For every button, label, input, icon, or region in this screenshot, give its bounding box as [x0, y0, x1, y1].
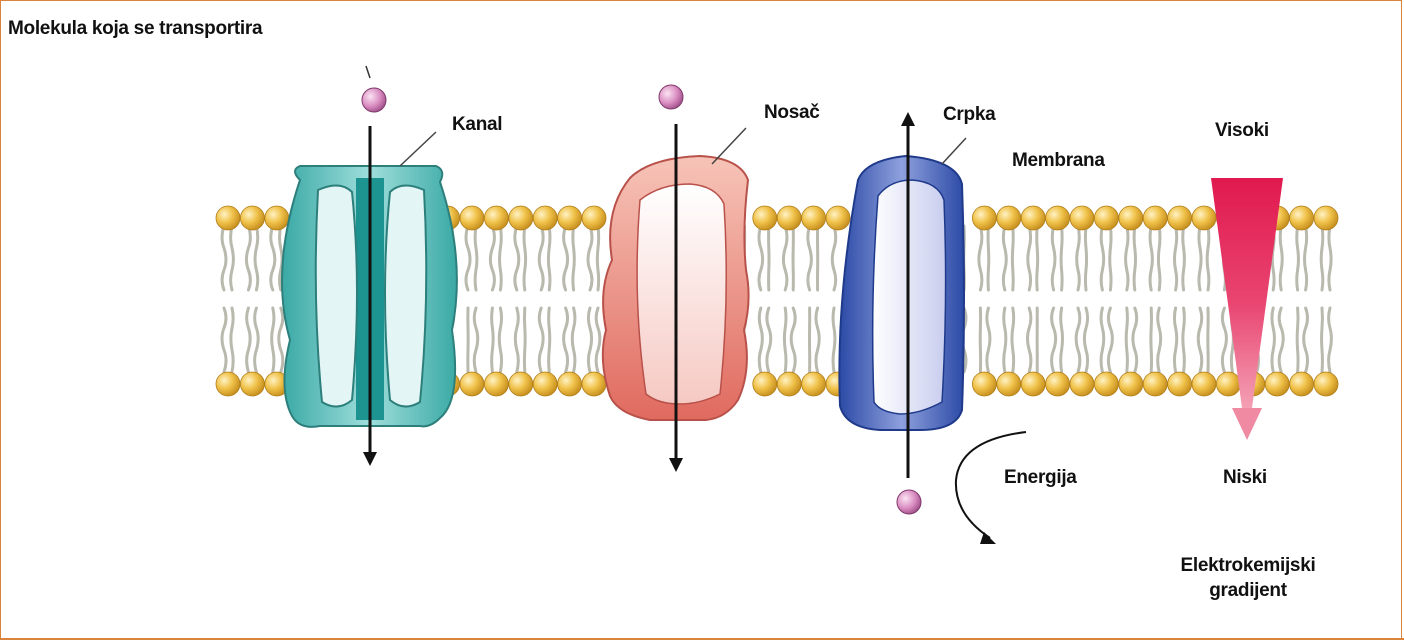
lipid-head	[1143, 372, 1167, 396]
lipid-head	[972, 206, 996, 230]
lipid-head	[265, 206, 289, 230]
lipid-head	[558, 206, 582, 230]
lipid-head	[1070, 372, 1094, 396]
lipid-head	[533, 206, 557, 230]
lipid-head	[240, 206, 264, 230]
lipid-head	[1046, 372, 1070, 396]
lipid-head	[753, 372, 777, 396]
lipid-head	[826, 206, 850, 230]
lipid-head	[582, 372, 606, 396]
carrier-label: Nosač	[764, 102, 820, 124]
lipid-head	[509, 206, 533, 230]
lipid-head	[460, 372, 484, 396]
lipid-head	[1021, 372, 1045, 396]
membrane-label: Membrana	[1012, 150, 1105, 172]
lipid-head	[240, 372, 264, 396]
lipid-head	[1192, 206, 1216, 230]
lipid-head	[533, 372, 557, 396]
lipid-head	[777, 206, 801, 230]
lipid-head	[1216, 372, 1240, 396]
lipid-head	[1168, 206, 1192, 230]
lipid-head	[582, 206, 606, 230]
lipid-head	[1168, 372, 1192, 396]
lipid-head	[484, 372, 508, 396]
lipid-head	[1119, 372, 1143, 396]
gradient-label-line2: gradijent	[1158, 580, 1338, 602]
lipid-head	[1143, 206, 1167, 230]
lipid-head	[1192, 372, 1216, 396]
lipid-head	[777, 372, 801, 396]
lipid-head	[1314, 206, 1338, 230]
lipid-head	[997, 206, 1021, 230]
high-label: Visoki	[1215, 120, 1269, 142]
lipid-head	[1290, 372, 1314, 396]
channel-label: Kanal	[452, 114, 502, 136]
lipid-head	[802, 372, 826, 396]
lipid-head	[1021, 206, 1045, 230]
lipid-head	[1314, 372, 1338, 396]
lipid-head	[460, 206, 484, 230]
molecule-icon-pump	[897, 490, 921, 514]
lipid-head	[509, 372, 533, 396]
lipid-head	[972, 372, 996, 396]
energy-label: Energija	[1004, 467, 1077, 489]
pump-label: Crpka	[943, 104, 995, 126]
molecule-icon-carrier	[659, 85, 683, 109]
molecule-icon-channel	[362, 88, 386, 112]
lipid-head	[1119, 206, 1143, 230]
low-label: Niski	[1223, 467, 1267, 489]
lipid-head	[216, 206, 240, 230]
lipid-head	[1094, 206, 1118, 230]
lipid-head	[558, 372, 582, 396]
lipid-head	[1046, 206, 1070, 230]
lipid-head	[1265, 372, 1289, 396]
lipid-head	[216, 372, 240, 396]
lipid-head	[753, 206, 777, 230]
lipid-head	[802, 206, 826, 230]
lipid-head	[1094, 372, 1118, 396]
molecule-label: Molekula koja se transportira	[8, 18, 262, 40]
lipid-head	[997, 372, 1021, 396]
gradient-label-line1: Elektrokemijski	[1158, 555, 1338, 577]
pump-protein	[839, 156, 964, 430]
lipid-head	[1070, 206, 1094, 230]
lipid-head	[1290, 206, 1314, 230]
lipid-head	[484, 206, 508, 230]
molecule-pointer-line	[366, 66, 370, 78]
